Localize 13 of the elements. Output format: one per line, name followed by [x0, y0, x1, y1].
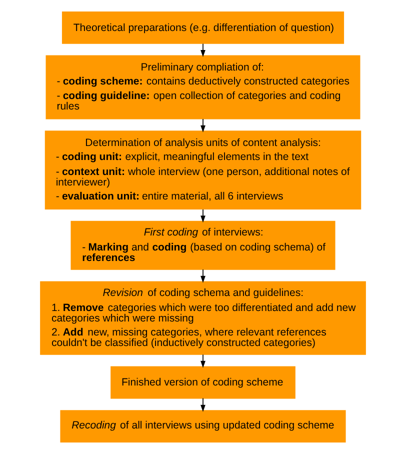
node-box: Preliminary compliation of: - coding scheme: contains deductively constructed categories - coding guideline: open collection of categories and coding rules: [45, 55, 360, 120]
node-box: Revision of coding schema and guidelines: 1. Remove categories which were too differentiated and add new categories which were missing 2. Add new, missing categories, where relevant references couldn't be classified (inductively constructed categories): [40, 281, 366, 355]
node-box: First coding of interviews: - Marking and coding (based on coding schema) of references: [70, 220, 335, 270]
arrow: [200, 354, 205, 368]
arrow: [200, 398, 205, 412]
arrow: [200, 118, 205, 132]
arrow: [200, 269, 205, 283]
node-box: Finished version of coding scheme: [110, 366, 295, 399]
node-box: Theoretical preparations (e.g. differentiation of question): [61, 12, 344, 44]
arrow: [200, 209, 205, 223]
node-box: Recoding of all interviews using updated coding scheme: [60, 410, 346, 442]
arrow: [200, 43, 205, 57]
node-box: Determination of analysis units of content analysis: - coding unit: explicit, meaningful elements in the text - context unit: whole interview (one person, additional notes of interviewer) - evaluation unit: entire material, all 6 interviews: [44, 130, 361, 210]
